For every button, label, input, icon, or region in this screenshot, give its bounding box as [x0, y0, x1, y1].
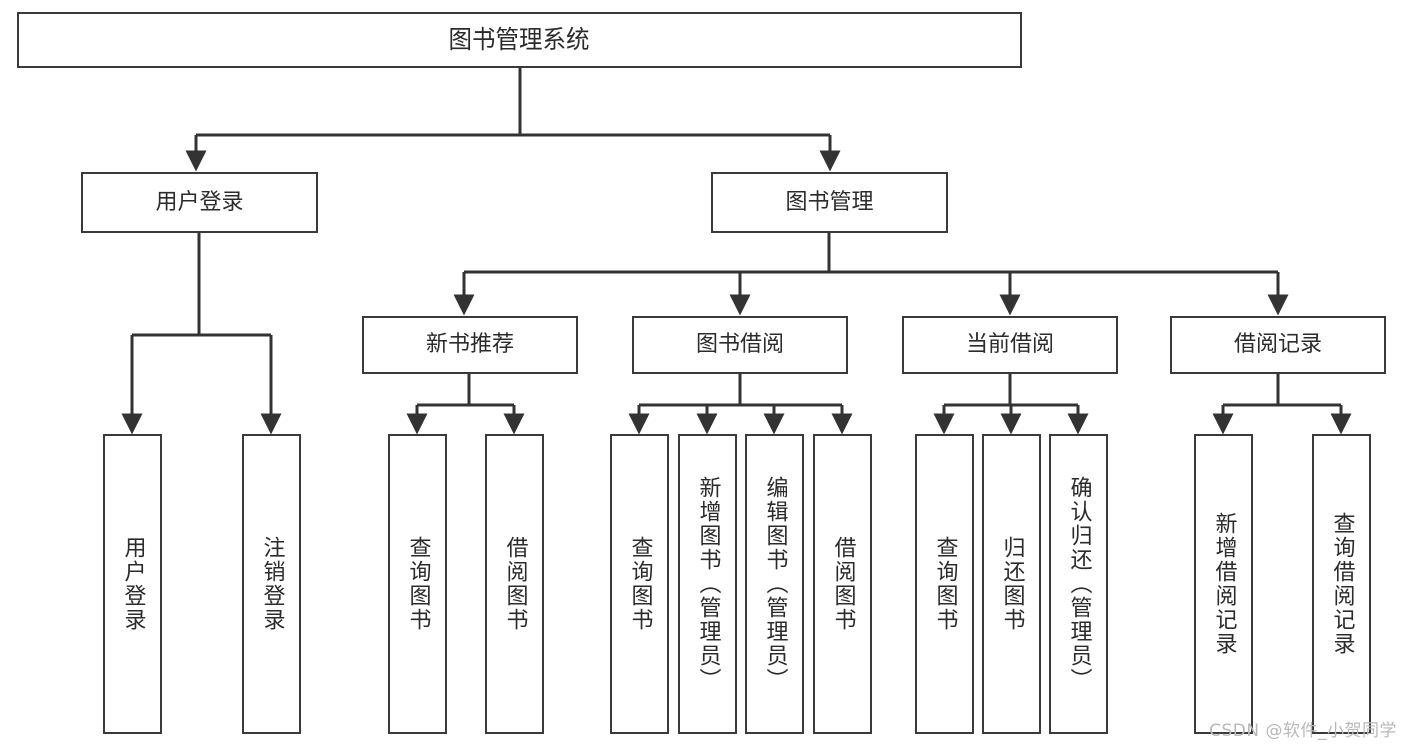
node-leaf-query-book-1-label: 查询图书 — [405, 536, 431, 632]
node-user-login[interactable]: 用户登录 — [81, 172, 318, 233]
node-book-manage-label: 图书管理 — [785, 189, 874, 215]
node-leaf-add-record[interactable]: 新增借阅记录 — [1194, 434, 1253, 734]
node-leaf-confirm-return-label: 确认归还（管理员） — [1066, 476, 1092, 692]
node-borrow-record[interactable]: 借阅记录 — [1170, 316, 1386, 374]
node-root[interactable]: 图书管理系统 — [17, 12, 1022, 68]
node-leaf-user-login[interactable]: 用户登录 — [103, 434, 162, 734]
node-leaf-add-book[interactable]: 新增图书（管理员） — [678, 434, 737, 734]
node-leaf-query-book-2[interactable]: 查询图书 — [610, 434, 669, 734]
node-leaf-borrow-book-2[interactable]: 借阅图书 — [813, 434, 872, 734]
node-leaf-borrow-book-1[interactable]: 借阅图书 — [485, 434, 544, 734]
node-leaf-borrow-book-2-label: 借阅图书 — [830, 536, 856, 632]
node-leaf-query-book-2-label: 查询图书 — [627, 536, 653, 632]
node-leaf-confirm-return[interactable]: 确认归还（管理员） — [1049, 434, 1108, 734]
node-leaf-edit-book-label: 编辑图书（管理员） — [762, 476, 788, 692]
node-leaf-query-book-3[interactable]: 查询图书 — [915, 434, 974, 734]
node-leaf-logout[interactable]: 注销登录 — [242, 434, 301, 734]
node-leaf-add-book-label: 新增图书（管理员） — [695, 476, 721, 692]
node-leaf-user-login-label: 用户登录 — [120, 536, 146, 632]
node-leaf-query-record-label: 查询借阅记录 — [1329, 512, 1355, 656]
node-leaf-query-book-1[interactable]: 查询图书 — [388, 434, 447, 734]
node-book-borrow-label: 图书借阅 — [695, 332, 784, 358]
node-leaf-edit-book[interactable]: 编辑图书（管理员） — [745, 434, 804, 734]
node-current-borrow[interactable]: 当前借阅 — [902, 316, 1118, 374]
node-borrow-record-label: 借阅记录 — [1233, 332, 1322, 358]
node-book-manage[interactable]: 图书管理 — [711, 172, 948, 233]
node-leaf-add-record-label: 新增借阅记录 — [1211, 512, 1237, 656]
node-leaf-return-book[interactable]: 归还图书 — [982, 434, 1041, 734]
node-current-borrow-label: 当前借阅 — [965, 332, 1054, 358]
node-book-borrow[interactable]: 图书借阅 — [632, 316, 848, 374]
node-leaf-query-book-3-label: 查询图书 — [932, 536, 958, 632]
node-leaf-query-record[interactable]: 查询借阅记录 — [1312, 434, 1371, 734]
node-root-label: 图书管理系统 — [448, 24, 590, 54]
node-new-book-recommend-label: 新书推荐 — [425, 332, 514, 358]
node-leaf-logout-label: 注销登录 — [259, 536, 285, 632]
node-leaf-borrow-book-1-label: 借阅图书 — [502, 536, 528, 632]
node-user-login-label: 用户登录 — [155, 189, 244, 215]
node-leaf-return-book-label: 归还图书 — [999, 536, 1025, 632]
node-new-book-recommend[interactable]: 新书推荐 — [362, 316, 578, 374]
